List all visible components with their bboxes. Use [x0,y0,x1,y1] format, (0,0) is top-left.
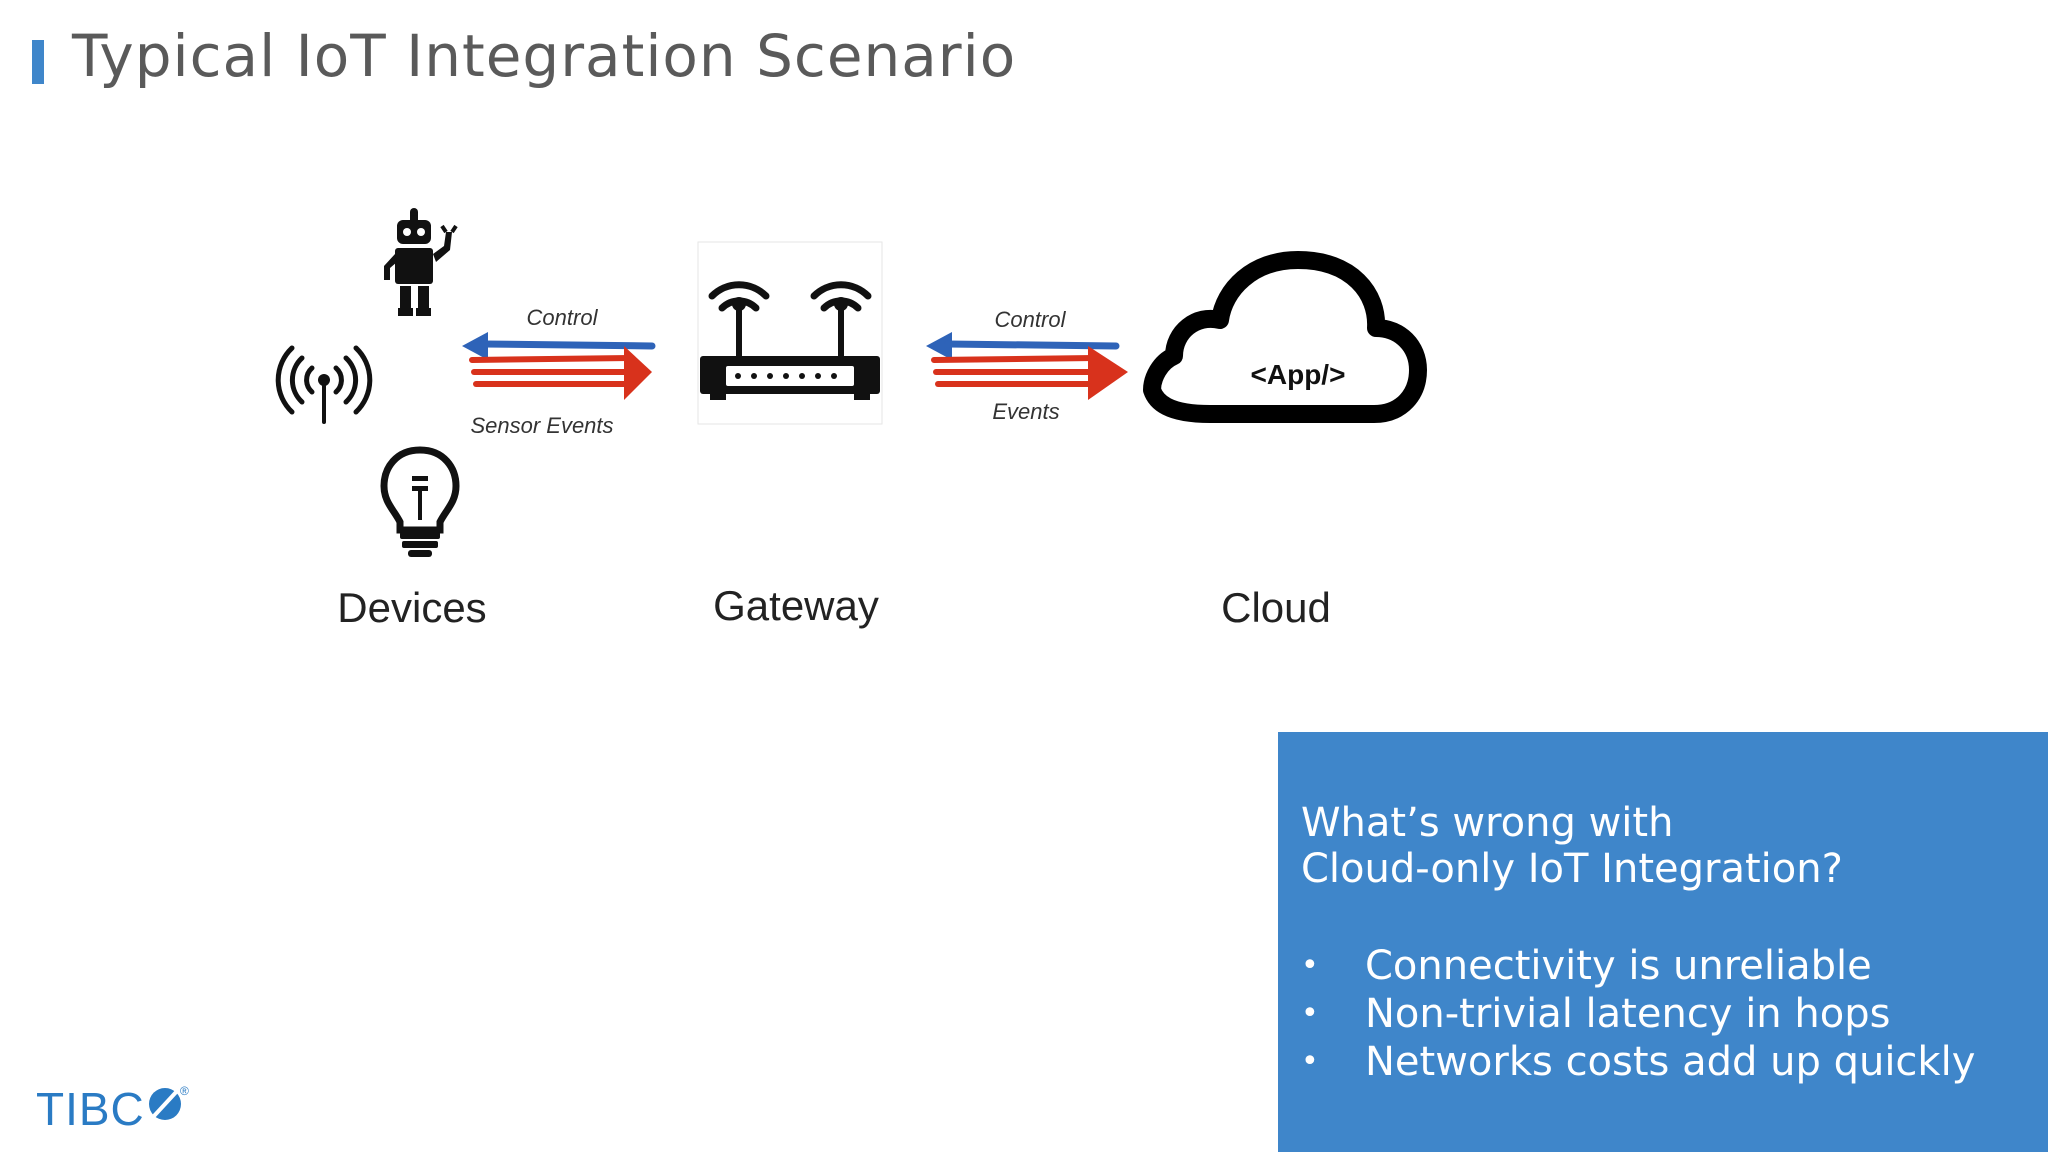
devices-label: Devices [337,584,486,631]
bullet-dot: • [1301,1044,1319,1079]
cloud-app-label: <App/> [1251,359,1346,390]
registered-mark: ® [180,1084,189,1098]
gateway-label: Gateway [713,582,879,629]
link-2-bottom-label: Events [992,399,1059,424]
cloud-label: Cloud [1221,584,1331,631]
bullet-text: Networks costs add up quickly [1365,1039,1976,1085]
control-arrow-2 [926,332,1120,360]
cloud-icon: <App/> [1143,251,1427,423]
callout-question-line-1: What’s wrong with [1301,800,1674,846]
router-icon [697,241,883,425]
bullet-item: • Non-trivial latency in hops [1301,990,1975,1038]
control-arrow-1 [462,332,656,360]
callout-box: What’s wrong with Cloud-only IoT Integra… [1278,732,2048,1152]
callout-bullet-list: • Connectivity is unreliable • Non-trivial… [1301,942,1975,1086]
callout-question: What’s wrong with Cloud-only IoT Integra… [1301,800,1843,892]
title-accent-bar [32,40,44,84]
events-arrow-1 [469,346,652,400]
bullet-item: • Networks costs add up quickly [1301,1038,1975,1086]
bullet-dot: • [1301,948,1319,983]
bullet-item: • Connectivity is unreliable [1301,942,1975,990]
antenna-icon [275,345,373,424]
tibco-logo-text: TIBC [36,1083,145,1135]
lightbulb-icon [380,446,460,557]
robot-icon [384,208,458,316]
callout-question-line-2: Cloud-only IoT Integration? [1301,846,1843,892]
bullet-text: Non-trivial latency in hops [1365,991,1891,1037]
events-arrow-2 [931,346,1128,400]
link-1-top-label: Control [527,305,599,330]
bullet-text: Connectivity is unreliable [1365,943,1872,989]
link-2-top-label: Control [995,307,1067,332]
tibco-logo: TIBC [36,1082,145,1136]
slide-title: Typical IoT Integration Scenario [72,22,1017,90]
link-1-bottom-label: Sensor Events [470,413,613,438]
tibco-logo-mark-icon [149,1088,181,1120]
bullet-dot: • [1301,996,1319,1031]
